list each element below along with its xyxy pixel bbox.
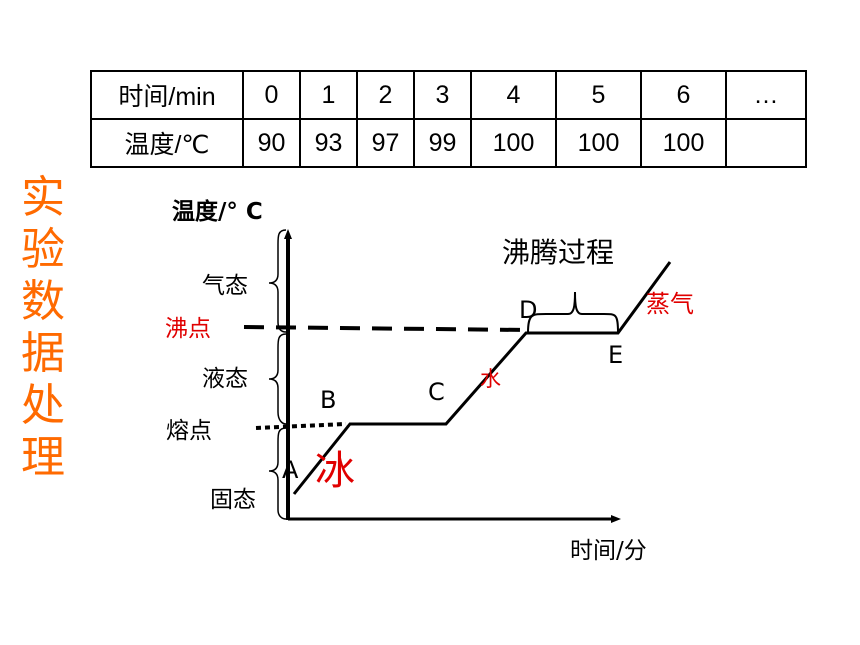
table-cell: 3 xyxy=(413,70,472,120)
heating-curve xyxy=(292,261,672,495)
point-label-E: E xyxy=(608,341,623,369)
melting-point-line xyxy=(255,422,347,430)
table-cell xyxy=(725,118,807,168)
side-title-char: 理 xyxy=(21,432,65,483)
table-cell: 1 xyxy=(299,70,358,120)
boiling-point-line xyxy=(243,325,527,332)
side-title-char: 实 xyxy=(21,172,65,223)
table-cell: 2 xyxy=(356,70,415,120)
ice-label: 冰 xyxy=(315,448,355,494)
table-cell: 90 xyxy=(242,118,301,168)
point-label-D: D xyxy=(519,296,537,324)
gas-label: 气态 xyxy=(202,273,248,299)
table-row-temperature: 温度/℃ 90 93 97 99 100 100 100 xyxy=(90,118,807,168)
row-header-temperature: 温度/℃ xyxy=(90,118,244,168)
table-cell: … xyxy=(725,70,807,120)
side-title-char: 数 xyxy=(21,276,65,327)
table-cell: 4 xyxy=(470,70,557,120)
boiling-process-label: 沸腾过程 xyxy=(502,236,614,269)
solid-brace xyxy=(268,427,287,520)
table-cell: 6 xyxy=(640,70,727,120)
table-cell: 100 xyxy=(555,118,642,168)
table-cell: 5 xyxy=(555,70,642,120)
boiling-point-label: 沸点 xyxy=(165,316,211,342)
solid-label: 固态 xyxy=(210,487,256,513)
table-cell: 97 xyxy=(356,118,415,168)
liquid-label: 液态 xyxy=(202,366,248,392)
table-row-time: 时间/min 0 1 2 3 4 5 6 … xyxy=(90,70,807,120)
table-cell: 0 xyxy=(242,70,301,120)
point-label-B: B xyxy=(320,386,336,414)
y-axis-label: 温度/° C xyxy=(172,198,263,225)
liquid-brace xyxy=(268,333,287,425)
boiling-process-brace xyxy=(527,291,619,334)
water-label: 水 xyxy=(480,367,501,391)
gas-brace xyxy=(268,229,287,333)
point-label-A: A xyxy=(282,456,299,484)
side-title: 实 验 数 据 处 理 xyxy=(18,172,68,484)
melting-point-label: 熔点 xyxy=(166,418,212,444)
x-axis-label: 时间/分 xyxy=(570,538,647,564)
table-cell: 100 xyxy=(470,118,557,168)
side-title-char: 验 xyxy=(21,224,65,275)
table-cell: 99 xyxy=(413,118,472,168)
point-label-C: C xyxy=(428,378,445,406)
row-header-time: 时间/min xyxy=(90,70,244,120)
table-cell: 100 xyxy=(640,118,727,168)
table-cell: 93 xyxy=(299,118,358,168)
side-title-char: 处 xyxy=(21,380,65,431)
data-table: 时间/min 0 1 2 3 4 5 6 … 温度/℃ 90 93 97 99 … xyxy=(90,70,807,168)
side-title-char: 据 xyxy=(21,328,65,379)
steam-label: 蒸气 xyxy=(646,290,694,318)
